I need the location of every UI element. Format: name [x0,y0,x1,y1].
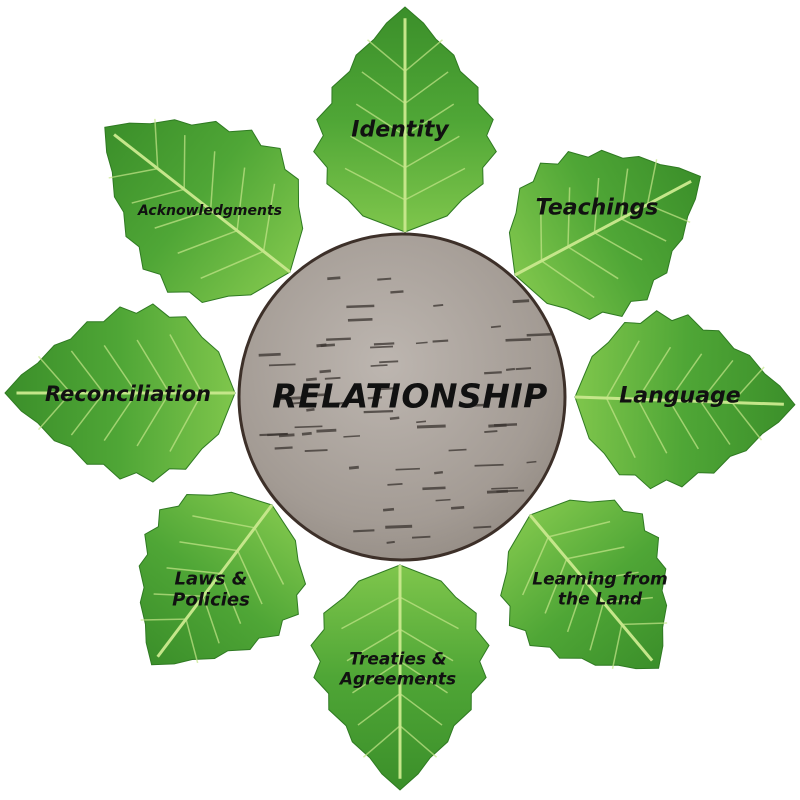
bark-mark [385,524,413,529]
bark-mark [484,371,502,375]
bark-mark [316,428,337,433]
leaf-label-teachings: Teachings [535,195,659,221]
bark-mark [370,345,394,349]
leaf-label-identity: Identity [351,117,449,143]
leaf-label-laws-policies: Laws &Policies [172,568,250,610]
leaf-identity [313,6,497,233]
bark-mark [268,363,296,367]
bark-mark [416,420,427,424]
bark-mark [416,424,446,429]
bark-mark [373,342,395,346]
bark-mark [306,407,315,412]
leaf-acknowledgments [104,118,304,304]
bark-mark [390,290,404,294]
bark-mark [319,369,332,374]
bark-mark [422,486,446,491]
bark-mark [304,449,328,453]
bark-mark [389,416,400,421]
bark-mark [327,276,341,281]
bark-mark [395,467,420,471]
bark-mark [367,396,383,400]
bark-mark [486,489,509,494]
bark-mark [379,360,399,364]
bark-mark [491,487,518,490]
bark-mark [370,364,388,367]
bark-mark [294,425,323,429]
bark-mark [490,325,501,329]
bark-mark [343,435,361,438]
bark-mark [506,367,516,371]
bark-mark [316,343,327,348]
bark-mark [434,470,443,475]
bark-mark [274,446,293,450]
bark-mark [353,529,375,533]
bark-mark [324,376,341,380]
leaf-laws-policies [138,491,307,666]
bark-mark [301,431,312,436]
bark-mark [512,299,530,304]
bark-mark [380,387,396,391]
bark-mark [326,337,351,341]
bark-mark [488,423,507,428]
bark-mark [526,333,552,337]
leaf-reconciliation [4,303,236,483]
leaf-label-language: Language [619,383,741,409]
leaf-label-acknowledgments: Acknowledgments [138,202,282,219]
bark-mark [348,465,359,470]
bark-mark [526,460,537,464]
bark-mark [474,463,504,467]
bark-mark [302,393,330,397]
bark-mark [435,498,451,502]
bark-mark [460,403,484,408]
leaf-treaties-agreements [310,564,490,791]
leaf-label-treaties-agreements: Treaties &Agreements [339,649,457,689]
bark-mark [276,396,302,401]
bark-mark [412,535,431,539]
bark-mark [327,402,345,406]
bark-mark [450,505,465,510]
bark-mark [473,525,492,529]
bark-mark [448,448,467,452]
leaf-label-reconciliation: Reconciliation [44,381,212,406]
bark-circle [237,232,567,562]
center-label-relationship: RELATIONSHIP [272,376,548,416]
bark-mark [377,277,392,281]
bark-mark [515,367,532,371]
leaf-learning-from-the-land [500,499,668,670]
bark-mark [363,409,394,414]
bark-mark [278,433,295,438]
bark-mark [258,352,281,357]
bark-mark [505,338,531,342]
bark-mark [346,304,375,309]
bark-mark [484,430,498,434]
bark-mark [432,339,449,343]
leaf-teachings [508,149,701,321]
bark-mark [387,483,403,486]
bark-mark [415,341,428,345]
bark-mark [386,540,395,544]
leaf-language [574,310,796,490]
bark-mark [382,507,395,512]
bark-mark [289,401,301,405]
bark-mark [305,377,317,382]
bark-mark [433,304,444,307]
bark-mark [259,433,288,437]
bark-mark [347,317,373,322]
